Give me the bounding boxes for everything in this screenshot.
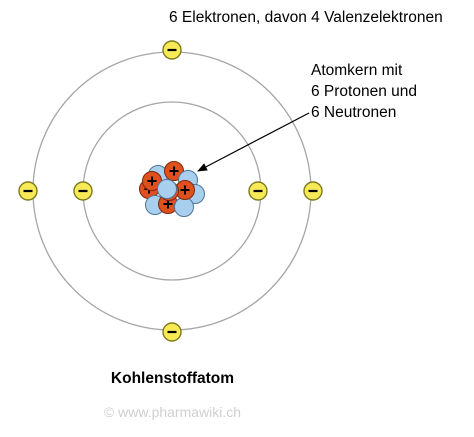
nucleus-pointer-arrow <box>197 112 310 172</box>
neutron <box>174 197 194 217</box>
plus-icon <box>163 199 173 209</box>
plus-icon <box>169 166 179 176</box>
neutron <box>157 179 177 199</box>
electron <box>18 181 38 201</box>
copyright-notice: © www.pharmawiki.ch <box>103 404 242 420</box>
electron <box>303 181 323 201</box>
electron <box>162 322 182 342</box>
proton <box>175 180 195 200</box>
nucleus-label-line-3: 6 Neutronen <box>311 104 397 121</box>
electron <box>248 181 268 201</box>
nucleus-label-line-1: Atomkern mit <box>311 62 403 79</box>
electron <box>73 181 93 201</box>
electron-count-heading: 6 Elektronen, davon 4 Valenzelektronen <box>169 9 443 26</box>
proton <box>164 161 184 181</box>
plus-icon <box>147 176 157 186</box>
nucleus-label: Atomkern mit 6 Protonen und 6 Neutronen <box>311 60 417 123</box>
atom-caption: Kohlenstoffatom <box>110 370 235 387</box>
electrons <box>18 40 323 342</box>
nucleus-label-line-2: 6 Protonen und <box>311 83 418 100</box>
plus-icon <box>180 185 190 195</box>
nucleus <box>139 161 205 217</box>
electron <box>162 40 182 60</box>
